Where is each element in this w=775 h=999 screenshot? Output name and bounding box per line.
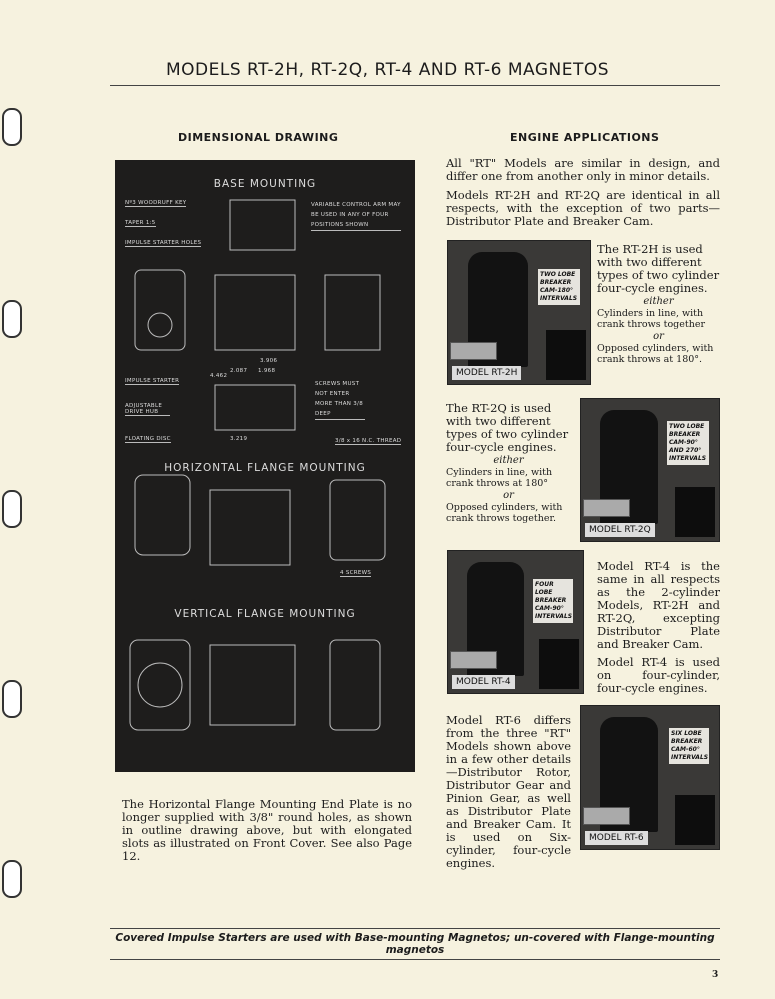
drawing-lines	[129, 199, 386, 731]
intro-paragraph: All "RT" Models are similar in design, a…	[446, 156, 720, 183]
photo-rt-6: SIX LOBE BREAKER CAM-60° INTERVALS MODEL…	[580, 705, 720, 850]
rt-2h-text: The RT-2H is used with two different typ…	[597, 242, 720, 366]
label: TAPER 1:5	[125, 220, 156, 227]
page-number: 3	[712, 970, 719, 980]
intro-paragraph: Models RT-2H and RT-2Q are identical in …	[446, 188, 720, 228]
photo-caption: MODEL RT-2Q	[585, 523, 655, 537]
rt-6-description: Model RT-6 differs from the three "RT" M…	[446, 713, 571, 870]
or: or	[653, 331, 664, 342]
dimension: 3.219	[230, 436, 248, 442]
option-b: Opposed cylinders, with crank throws tog…	[446, 502, 563, 524]
page-title: MODELS RT-2H, RT-2Q, RT-4 AND RT-6 MAGNE…	[165, 60, 610, 80]
dimension: 1.968	[258, 368, 276, 374]
rt-2q-description: The RT-2Q is used with two different typ…	[446, 401, 569, 454]
label: 4 SCREWS	[340, 570, 372, 577]
section-horizontal-flange: HORIZONTAL FLANGE MOUNTING	[164, 462, 366, 474]
dimension: 3.906	[260, 358, 278, 364]
label: VARIABLE CONTROL ARM MAY BE USED IN ANY …	[311, 200, 401, 231]
option-b: Opposed cylinders, with crank throws at …	[597, 343, 714, 365]
photo-rt-2q: TWO LOBE BREAKER CAM-90° AND 270° INTERV…	[580, 398, 720, 542]
section-vertical-flange: VERTICAL FLANGE MOUNTING	[174, 608, 356, 620]
dimension: 2.087	[230, 368, 248, 374]
binder-hole	[2, 300, 22, 338]
either: either	[493, 455, 524, 466]
dimensional-drawing-heading: DIMENSIONAL DRAWING	[178, 131, 339, 144]
label: IMPULSE STARTER HOLES	[125, 240, 202, 247]
or: or	[503, 490, 514, 501]
photo-caption: MODEL RT-6	[585, 831, 648, 845]
rt-2q-text: The RT-2Q is used with two different typ…	[446, 401, 571, 525]
option-a: Cylinders in line, with crank throws tog…	[597, 308, 705, 330]
divider	[110, 85, 720, 86]
section-base-mounting: BASE MOUNTING	[213, 178, 317, 190]
either: either	[643, 296, 674, 307]
label: Nº3 WOODRUFF KEY	[125, 200, 187, 207]
dimension: 4.462	[210, 373, 228, 379]
rt-4-text: Model RT-4 is the same in all respects a…	[597, 560, 720, 695]
label: 3/8 x 16 N.C. THREAD	[335, 438, 402, 445]
binder-hole	[2, 680, 22, 718]
option-a: Cylinders in line, with crank throws at …	[446, 467, 553, 489]
rt-2h-description: The RT-2H is used with two different typ…	[597, 242, 720, 295]
label: SCREWS MUST NOT ENTER MORE THAN 3/8 DEEP	[315, 379, 365, 420]
photo-note: FOUR LOBE BREAKER CAM-90° INTERVALS	[533, 579, 573, 623]
engine-applications-heading: ENGINE APPLICATIONS	[510, 131, 660, 144]
label: ADJUSTABLE DRIVE HUB	[125, 403, 170, 416]
photo-caption: MODEL RT-2H	[452, 366, 522, 380]
binder-hole	[2, 490, 22, 528]
photo-note: SIX LOBE BREAKER CAM-60° INTERVALS	[669, 728, 709, 764]
rt-4-usage: Model RT-4 is used on four-cylinder, fou…	[597, 655, 720, 695]
binder-hole	[2, 108, 22, 146]
label: IMPULSE STARTER	[125, 378, 180, 385]
photo-rt-4: FOUR LOBE BREAKER CAM-90° INTERVALS MODE…	[447, 550, 584, 694]
footer-note: Covered Impulse Starters are used with B…	[110, 928, 720, 960]
drawing-caption: The Horizontal Flange Mounting End Plate…	[122, 797, 412, 863]
photo-caption: MODEL RT-4	[452, 675, 515, 689]
binder-hole	[2, 860, 22, 898]
label: FLOATING DISC	[125, 436, 171, 443]
dimensional-drawing: BASE MOUNTING HORIZONTAL FLANGE MOUNTING…	[115, 160, 415, 772]
photo-rt-2h: TWO LOBE BREAKER CAM-180° INTERVALS MODE…	[447, 240, 591, 385]
photo-note: TWO LOBE BREAKER CAM-180° INTERVALS	[538, 269, 580, 305]
rt-4-description: Model RT-4 is the same in all respects a…	[597, 559, 720, 651]
photo-note: TWO LOBE BREAKER CAM-90° AND 270° INTERV…	[667, 421, 709, 465]
